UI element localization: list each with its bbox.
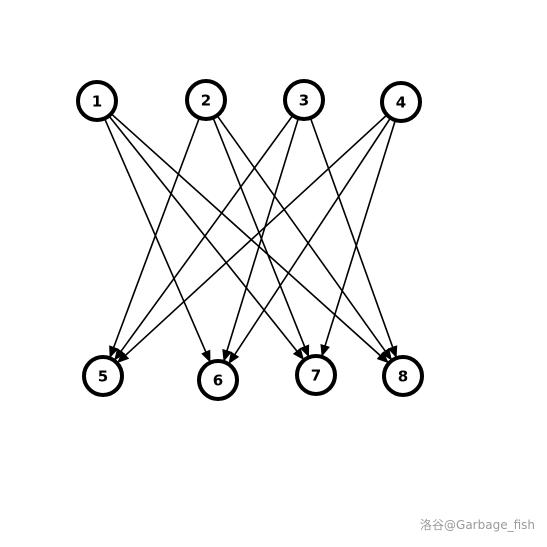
- node-4: 4: [380, 81, 422, 123]
- edge-1-to-7: [108, 115, 305, 361]
- edges: [103, 113, 398, 365]
- node-6: 6: [197, 359, 239, 401]
- edge-1-to-6: [103, 118, 211, 363]
- node-8: 8: [382, 355, 424, 397]
- node-7: 7: [295, 354, 337, 396]
- node-label: 7: [311, 367, 321, 385]
- node-2: 2: [185, 79, 227, 121]
- node-label: 2: [201, 92, 211, 110]
- edge-4-to-7: [320, 119, 397, 357]
- node-circle: [185, 79, 227, 121]
- node-circle: [197, 359, 239, 401]
- edge-2-to-5: [109, 117, 201, 359]
- edge-4-to-5: [116, 114, 388, 364]
- node-circle: [283, 79, 325, 121]
- edge-3-to-5: [114, 114, 294, 361]
- edge-4-to-6: [228, 117, 392, 365]
- node-circle: [382, 355, 424, 397]
- edge-1-to-8: [110, 113, 389, 364]
- node-label: 6: [213, 372, 223, 390]
- node-5: 5: [82, 355, 124, 397]
- watermark: 洛谷@Garbage_fish: [420, 518, 535, 532]
- edge-3-to-6: [222, 117, 300, 362]
- edge-3-to-8: [309, 117, 398, 359]
- node-circle: [295, 354, 337, 396]
- node-label: 4: [396, 94, 406, 112]
- node-label: 5: [98, 368, 108, 386]
- node-label: 8: [398, 368, 408, 386]
- node-label: 1: [92, 93, 102, 111]
- nodes: 1 2 3 4 5 6 7 8: [76, 79, 424, 401]
- node-circle: [380, 81, 422, 123]
- edge-2-to-7: [212, 117, 310, 358]
- edge-2-to-8: [216, 114, 393, 361]
- node-label: 3: [299, 92, 309, 110]
- node-3: 3: [283, 79, 325, 121]
- node-circle: [82, 355, 124, 397]
- node-circle: [76, 80, 118, 122]
- node-1: 1: [76, 80, 118, 122]
